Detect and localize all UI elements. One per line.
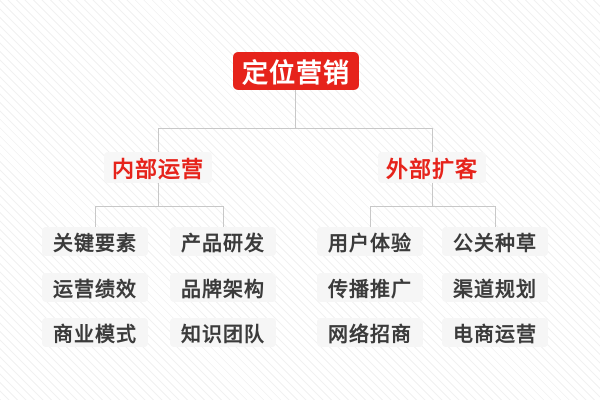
leaf-node: 电商运营: [442, 318, 548, 347]
leaf-node-label: 产品研发: [181, 233, 265, 255]
leaf-node: 知识团队: [170, 318, 276, 347]
leaf-node-label: 公关种草: [453, 233, 537, 255]
branch-node-label: 内部运营: [111, 156, 204, 182]
connector-right-horizontal: [370, 206, 496, 207]
connector-drop-branch-right: [432, 128, 433, 153]
leaf-node: 运营绩效: [42, 273, 148, 302]
leaf-node-label: 品牌架构: [181, 279, 265, 301]
branch-node-label: 外部扩客: [385, 156, 478, 182]
leaf-node: 传播推广: [317, 273, 423, 302]
leaf-node-label: 渠道规划: [453, 279, 537, 301]
leaf-node-label: 传播推广: [328, 279, 412, 301]
branch-node-external-expansion: 外部扩客: [378, 152, 486, 183]
leaf-node: 商业模式: [42, 318, 148, 347]
leaf-node: 品牌架构: [170, 273, 276, 302]
connector-left-drop-col1: [95, 206, 96, 228]
leaf-node-label: 用户体验: [328, 233, 412, 255]
connector-right-drop-col1: [370, 206, 371, 228]
leaf-node: 公关种草: [442, 227, 548, 256]
leaf-node-label: 电商运营: [453, 324, 537, 346]
connector-left-stem: [158, 183, 159, 206]
connector-left-horizontal: [95, 206, 224, 207]
branch-node-internal-operations: 内部运营: [104, 152, 212, 183]
leaf-node-label: 知识团队: [181, 324, 265, 346]
leaf-node: 用户体验: [317, 227, 423, 256]
connector-root-horizontal: [158, 128, 433, 129]
connector-left-drop-col2: [223, 206, 224, 228]
leaf-node: 网络招商: [317, 318, 423, 347]
connector-right-stem: [432, 183, 433, 206]
leaf-node-label: 运营绩效: [53, 279, 137, 301]
leaf-node-label: 网络招商: [328, 324, 412, 346]
root-node: 定位营销: [233, 52, 359, 90]
leaf-node-label: 关键要素: [53, 233, 137, 255]
connector-root-stem: [295, 90, 296, 128]
leaf-node: 产品研发: [170, 227, 276, 256]
root-node-label: 定位营销: [241, 57, 350, 88]
leaf-node-label: 商业模式: [53, 324, 137, 346]
connector-right-drop-col2: [495, 206, 496, 228]
leaf-node: 渠道规划: [442, 273, 548, 302]
connector-drop-branch-left: [158, 128, 159, 153]
leaf-node: 关键要素: [42, 227, 148, 256]
